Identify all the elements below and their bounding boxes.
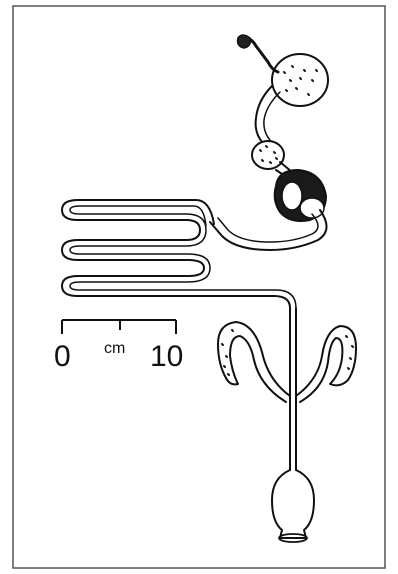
scale-label-start: 0: [54, 340, 71, 373]
scale-label-end: 10: [150, 340, 183, 373]
proventriculus-stipple: [260, 146, 277, 163]
left-caecum: [218, 322, 290, 402]
digestive-tract: [62, 35, 356, 542]
cloaca: [272, 470, 314, 538]
scale-label-unit: cm: [104, 340, 125, 357]
right-caecum-stipple: [346, 336, 353, 369]
mouth-tip: [238, 35, 251, 48]
scale-bar: [62, 320, 176, 334]
figure-frame: [13, 6, 385, 568]
oesophagus-inner: [264, 92, 280, 140]
proventriculus: [252, 141, 284, 169]
oesophagus: [256, 86, 272, 142]
crop: [272, 54, 328, 106]
intestine-inner: [70, 206, 296, 308]
crop-stipple: [284, 66, 317, 95]
gizzard-highlight: [282, 182, 302, 210]
